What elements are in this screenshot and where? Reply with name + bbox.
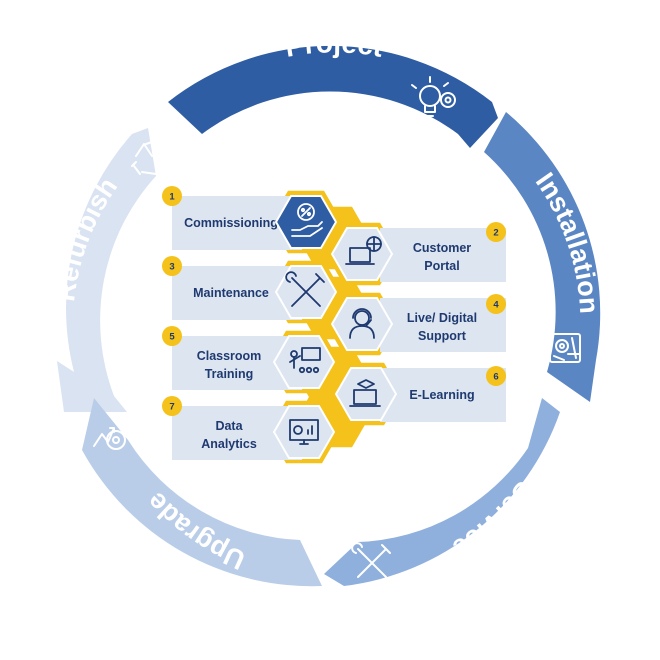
laptop-globe-icon [345, 236, 382, 265]
segment-upgrade [82, 398, 322, 587]
badge-number: 2 [493, 228, 498, 239]
analytics-monitor-icon [289, 419, 319, 445]
card-label-line2: Analytics [201, 437, 257, 451]
number-badge [162, 396, 182, 416]
icon-hexagon [274, 195, 338, 249]
service-card-commissioning: Commissioning 1 [162, 186, 302, 250]
card-label-line1: Live/ Digital [407, 311, 477, 325]
number-badge [162, 326, 182, 346]
card-label-line1: Data [215, 419, 243, 433]
hand-percent-icon [291, 203, 323, 237]
card-background [380, 368, 506, 422]
segment-service [324, 398, 560, 586]
icon-hexagon [330, 227, 394, 281]
segment-refurbish [57, 128, 156, 412]
blueprint-tools-icon [549, 333, 581, 363]
badge-number: 3 [169, 262, 174, 273]
badge-number: 5 [169, 332, 175, 343]
icon-hexagon [272, 405, 336, 459]
svg-text:Project: Project [283, 27, 386, 63]
classroom-icon [289, 347, 321, 374]
segment-project [168, 45, 498, 149]
card-background [380, 298, 506, 352]
badge-number: 6 [493, 372, 498, 383]
number-badge [486, 222, 506, 242]
icon-hexagon [330, 297, 394, 351]
service-cards: Commissioning 1 Maintenance 3 Classroom … [162, 186, 506, 460]
lightbulb-gear-icon [411, 76, 456, 117]
upgrade-gear-icon [93, 427, 126, 450]
badge-number: 4 [493, 300, 499, 311]
card-label-line2: Training [205, 367, 254, 381]
service-card-customer-portal: Customer Portal 2 [380, 222, 506, 282]
project-label: Project [283, 27, 386, 63]
headset-agent-icon [349, 308, 375, 339]
wrench-screwdriver-icon [351, 542, 391, 578]
card-label-line1: Classroom [197, 349, 262, 363]
card-label: Maintenance [193, 286, 269, 300]
service-card-e-learning: E-Learning 6 [380, 366, 506, 422]
card-label-line2: Support [418, 329, 467, 343]
number-badge [162, 256, 182, 276]
card-label: Commissioning [184, 216, 278, 230]
card-background [380, 228, 506, 282]
badge-number: 7 [169, 402, 174, 413]
card-label-line2: Portal [424, 259, 459, 273]
badge-number: 1 [169, 192, 175, 203]
card-label-line1: Customer [413, 241, 471, 255]
wrench-screwdriver-icon [285, 271, 325, 307]
service-card-live-digital-support: Live/ Digital Support 4 [380, 294, 506, 352]
segment-installation [484, 112, 601, 402]
icon-hexagon [334, 367, 398, 421]
card-label: E-Learning [409, 388, 474, 402]
number-badge [486, 294, 506, 314]
icon-hexagon [272, 335, 336, 389]
recycle-icon [131, 141, 161, 175]
number-badge [162, 186, 182, 206]
laptop-graduation-icon [349, 379, 381, 407]
number-badge [486, 366, 506, 386]
